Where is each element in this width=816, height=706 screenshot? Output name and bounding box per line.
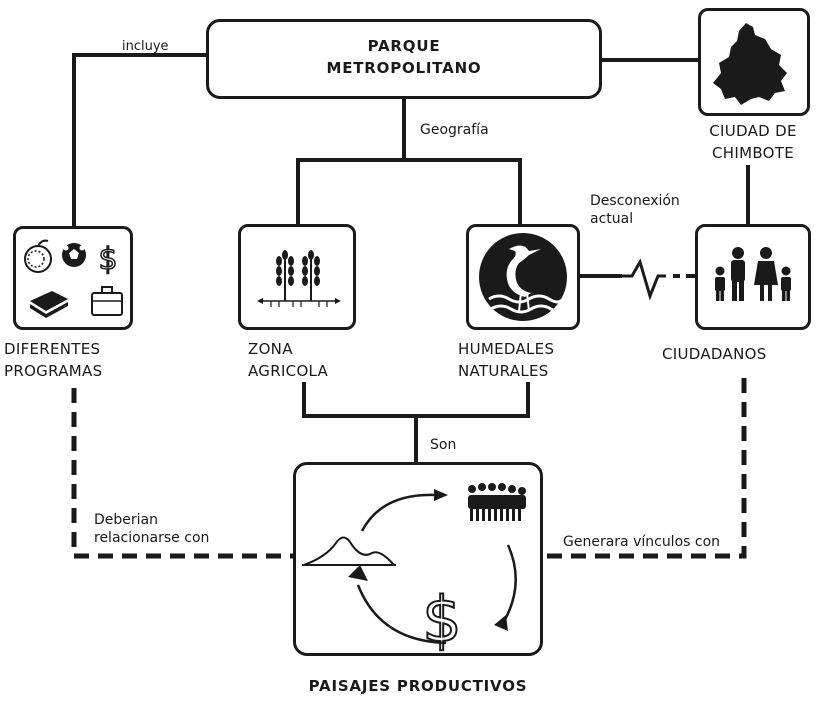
arrowhead-right xyxy=(494,615,508,631)
edge-incluye xyxy=(72,53,207,228)
cycle-arrows-icon xyxy=(356,493,517,645)
arrowhead-top xyxy=(434,489,448,501)
heron-icon xyxy=(479,233,567,321)
humedales-box[interactable] xyxy=(466,224,580,330)
briefcase-icon xyxy=(91,286,123,316)
dollar-icon: $ xyxy=(421,582,462,657)
deberian-line2: relacionarse con xyxy=(94,530,210,546)
ciudad-label-line1: CIUDAD DE xyxy=(709,122,797,140)
edge-generara xyxy=(542,378,747,559)
humedales-label-line2: NATURALES xyxy=(458,362,549,380)
svg-text:$: $ xyxy=(422,583,461,653)
edge-label-incluye: incluye xyxy=(122,39,169,54)
programas-label-line2: PROGRAMAS xyxy=(4,362,103,380)
edge-label-desconexion: Desconexión actual xyxy=(590,192,680,228)
edge-geografia-branch xyxy=(296,158,522,225)
wheat-icon xyxy=(257,250,341,307)
programas-label: DIFERENTES PROGRAMAS xyxy=(4,338,102,382)
map-silhouette-icon xyxy=(713,23,787,105)
paisajes-label: PAISAJES PRODUCTIVOS xyxy=(308,677,528,695)
ciudadanos-box[interactable] xyxy=(695,224,811,330)
family-icon xyxy=(715,247,791,301)
people-group-icon xyxy=(468,483,526,521)
fruit-icon xyxy=(24,239,52,273)
humedales-label-line1: HUMEDALES xyxy=(458,340,555,358)
parque-metropolitano-node[interactable]: PARQUE METROPOLITANO xyxy=(206,19,602,99)
book-icon xyxy=(30,291,68,318)
zona-label: ZONA AGRICOLA xyxy=(248,338,328,382)
parque-title-line2: METROPOLITANO xyxy=(326,59,482,77)
paisajes-box[interactable]: $ xyxy=(293,462,543,657)
zona-box[interactable] xyxy=(238,224,356,330)
desconexion-line2: actual xyxy=(590,211,634,227)
arrowhead-left xyxy=(348,565,368,581)
ciudad-label: CIUDAD DE CHIMBOTE xyxy=(690,120,816,164)
edge-label-son: Son xyxy=(430,437,457,453)
edge-deberian xyxy=(71,388,296,559)
ciudadanos-label: CIUDADANOS xyxy=(662,345,767,363)
edge-label-generara: Generara vínculos con xyxy=(563,534,721,550)
deberian-line1: Deberian xyxy=(94,512,158,528)
ciudad-map-box[interactable] xyxy=(698,8,810,116)
edge-label-deberian: Deberian relacionarse con xyxy=(94,511,209,547)
programas-label-line1: DIFERENTES xyxy=(4,340,101,358)
parque-title: PARQUE METROPOLITANO xyxy=(209,35,599,79)
zona-label-line2: AGRICOLA xyxy=(248,362,329,380)
programas-box[interactable]: $ xyxy=(13,226,133,330)
humedales-label: HUMEDALES NATURALES xyxy=(458,338,554,382)
edge-label-geografia: Geografía xyxy=(420,122,489,138)
dollar-icon: $ xyxy=(98,241,119,278)
landscape-icon xyxy=(302,536,396,566)
svg-text:$: $ xyxy=(98,242,117,277)
programas-icons: $ xyxy=(24,239,123,318)
ciudad-label-line2: CHIMBOTE xyxy=(712,144,794,162)
zona-label-line1: ZONA xyxy=(248,340,293,358)
soccer-ball-icon xyxy=(62,243,86,267)
desconexion-line1: Desconexión xyxy=(590,193,680,209)
broken-link-icon xyxy=(622,258,666,301)
paisajes-icons: $ xyxy=(302,483,526,657)
parque-title-line1: PARQUE xyxy=(367,37,441,55)
edge-son-branch xyxy=(302,382,530,418)
